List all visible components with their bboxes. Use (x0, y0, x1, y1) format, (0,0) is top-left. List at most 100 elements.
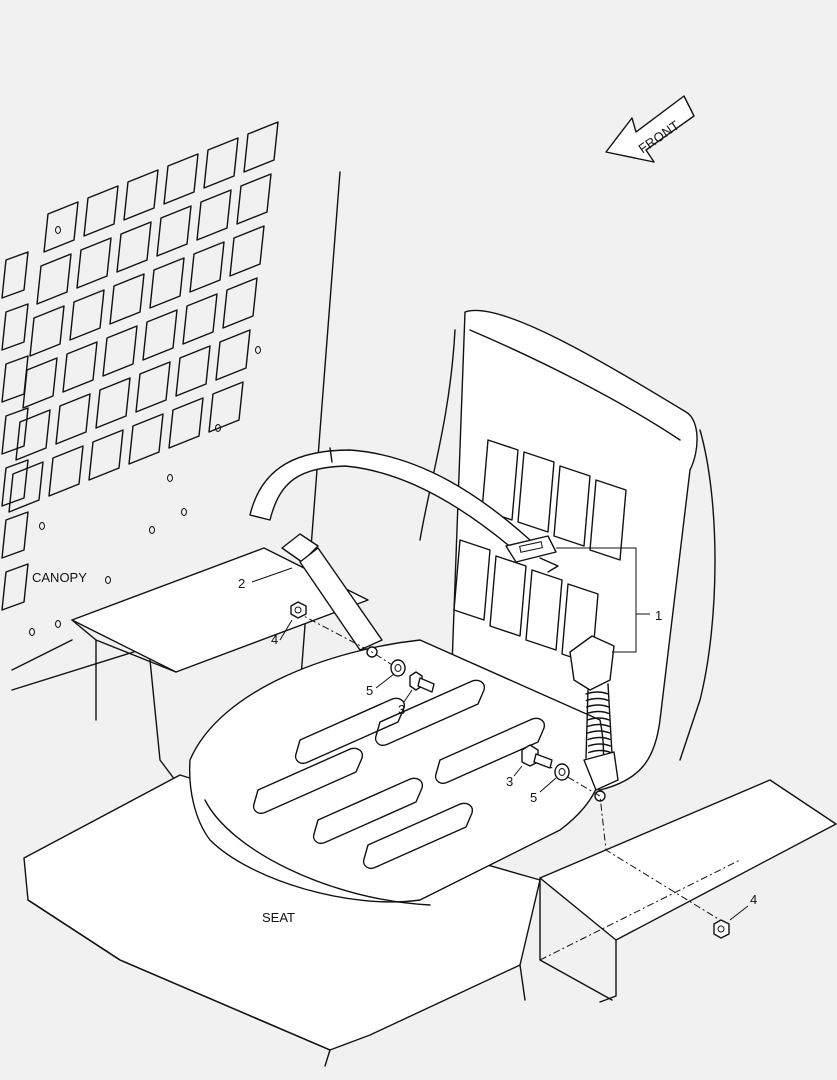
mount-hole (181, 508, 187, 516)
backrest-cushion (453, 539, 491, 621)
mesh-opening (135, 361, 171, 413)
mesh-opening (22, 357, 58, 409)
mesh-opening (109, 273, 145, 325)
buckle-mount (583, 751, 619, 791)
mesh-opening (163, 153, 199, 205)
mesh-opening (215, 329, 251, 381)
mesh-opening (48, 445, 84, 497)
bellows-rib (586, 717, 610, 721)
bellows-edge (607, 683, 613, 755)
mesh-opening (1, 459, 29, 507)
mount-hole (105, 576, 111, 584)
seat-cushion (252, 747, 363, 814)
mesh-opening (128, 413, 164, 465)
mesh-opening (88, 429, 124, 481)
mesh-opening (1, 511, 29, 559)
mount-hole (167, 474, 173, 482)
mesh-opening (222, 277, 258, 329)
mount-hole (149, 526, 155, 534)
bellows-rib (588, 749, 612, 754)
mesh-opening (29, 305, 65, 357)
buckle (569, 635, 615, 691)
callout-3-left: 3 (398, 702, 405, 717)
mount-hole (55, 620, 61, 628)
seat-belt (249, 447, 619, 802)
backrest-cushion (481, 439, 519, 521)
canopy-bracket (11, 547, 369, 781)
mesh-opening (142, 309, 178, 361)
mesh-opening (1, 563, 29, 611)
mesh-opening (208, 381, 244, 433)
bellows-rib (587, 730, 611, 734)
backrest-cushion (517, 451, 555, 533)
callout-2: 2 (238, 576, 245, 591)
bellows-edge (585, 689, 589, 759)
canopy-panel (1, 121, 341, 691)
callout-4-right: 4 (750, 892, 757, 907)
bellows-rib (586, 723, 611, 728)
seat-cushion (434, 717, 545, 784)
bolt-right (521, 744, 553, 769)
mesh-opening (189, 241, 225, 293)
callout-4-left: 4 (271, 632, 278, 647)
seat-cushion (294, 697, 405, 764)
mesh-opening (229, 225, 265, 277)
mount-hole (215, 424, 221, 432)
seat (188, 309, 716, 906)
canopy-mesh (1, 121, 279, 611)
mesh-opening (15, 409, 51, 461)
nut-right (713, 919, 730, 939)
canopy-label: CANOPY (32, 570, 87, 585)
backrest-cushion (525, 569, 563, 651)
mesh-opening (175, 345, 211, 397)
backrest-cushion (553, 465, 591, 547)
callout-leaders (251, 547, 749, 921)
mesh-opening (43, 201, 79, 253)
washer-right (554, 763, 570, 781)
bellows-rib (587, 736, 611, 741)
latch-plate (505, 535, 557, 563)
mount-hole (55, 226, 61, 234)
seat-cushion (362, 802, 473, 869)
callout-5-right: 5 (530, 790, 537, 805)
mesh-opening (55, 393, 91, 445)
callout-3-right: 3 (506, 774, 513, 789)
mesh-opening (8, 461, 44, 513)
mesh-opening (69, 289, 105, 341)
callout-1: 1 (655, 608, 662, 623)
bolt-left (409, 671, 435, 693)
seat-bracket-right (539, 779, 837, 1003)
mesh-opening (243, 121, 279, 173)
mesh-opening (95, 377, 131, 429)
front-arrow: FRONT (605, 95, 695, 163)
washer-left (390, 659, 406, 677)
mesh-opening (1, 407, 29, 455)
mesh-opening (156, 205, 192, 257)
mesh-opening (149, 257, 185, 309)
mesh-opening (1, 303, 29, 351)
mesh-opening (203, 137, 239, 189)
bellows-rib (587, 743, 612, 747)
bellows-rib (586, 710, 610, 715)
backrest-cushions (453, 439, 627, 665)
backrest-cushion (589, 479, 627, 561)
callout-5-left: 5 (366, 683, 373, 698)
seat-cushion (374, 679, 485, 746)
mesh-opening (1, 251, 29, 299)
mount-hole (39, 522, 45, 530)
mesh-opening (196, 189, 232, 241)
hardware (290, 601, 730, 939)
mesh-opening (36, 253, 72, 305)
mesh-opening (123, 169, 159, 221)
seat-label: SEAT (262, 910, 295, 925)
mesh-opening (1, 355, 29, 403)
bellows-rib (585, 704, 610, 708)
mesh-opening (102, 325, 138, 377)
canopy-mount-holes (29, 226, 261, 636)
seat-cushion (312, 777, 423, 844)
mount-hole (255, 346, 261, 354)
mesh-opening (116, 221, 152, 273)
text-labels: CANOPY SEAT 1 2 3 3 4 4 5 5 (32, 570, 757, 925)
seat-cushions (252, 679, 545, 869)
